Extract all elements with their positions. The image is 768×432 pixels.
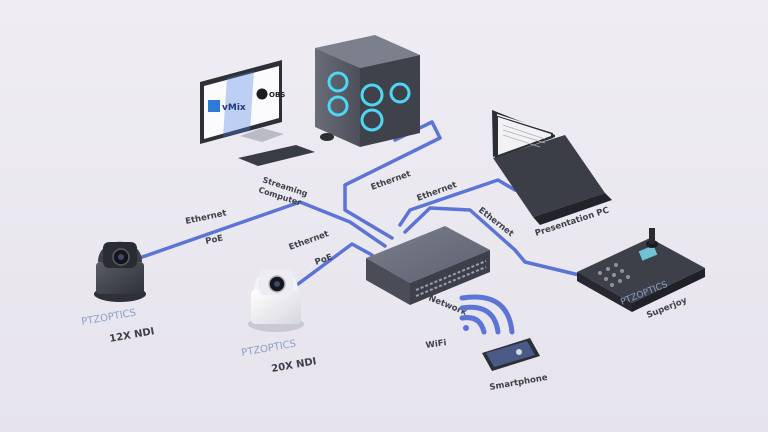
camera-20x-brand: PTZOPTICS [241, 339, 297, 359]
cable-camera-12x [126, 200, 387, 264]
monitor-app-obs: OBS [269, 91, 285, 99]
vmix-logo-icon [208, 100, 220, 112]
cables [126, 120, 602, 292]
cable-camera-20x [288, 242, 374, 292]
camera-20x [248, 269, 304, 332]
pc-fans [327, 71, 411, 132]
cable-presentation-pc [398, 178, 517, 227]
wifi-icon [459, 294, 515, 335]
cable-streaming-computer [343, 120, 442, 240]
camera-12x [94, 241, 146, 302]
cable-label-cam12-ethernet: Ethernet [185, 208, 228, 226]
joystick-icon [649, 228, 655, 244]
cable-label-cam12-poe: PoE [205, 233, 225, 247]
mouse-icon [320, 133, 334, 141]
network-switch [366, 226, 490, 305]
superjoy-controller [577, 228, 705, 312]
smartphone-label: Smartphone [489, 373, 549, 393]
monitor: vMix OBS [200, 60, 285, 144]
monitor-app-vmix: vMix [222, 103, 246, 113]
wifi-label: WiFi [425, 338, 447, 351]
camera-20x-label: 20X NDI [271, 356, 318, 375]
camera-12x-label: 12X NDI [109, 326, 156, 345]
cable-label-pc-ethernet: Ethernet [370, 169, 413, 193]
cable-label-cam20-ethernet: Ethernet [288, 229, 331, 253]
presentation-laptop [492, 110, 612, 225]
keyboard-icon [238, 145, 315, 166]
smartphone-icon [482, 338, 540, 371]
pc-case [315, 35, 420, 147]
obs-logo-icon [256, 88, 268, 100]
camera-12x-brand: PTZOPTICS [81, 308, 137, 328]
cable-superjoy [403, 206, 602, 282]
